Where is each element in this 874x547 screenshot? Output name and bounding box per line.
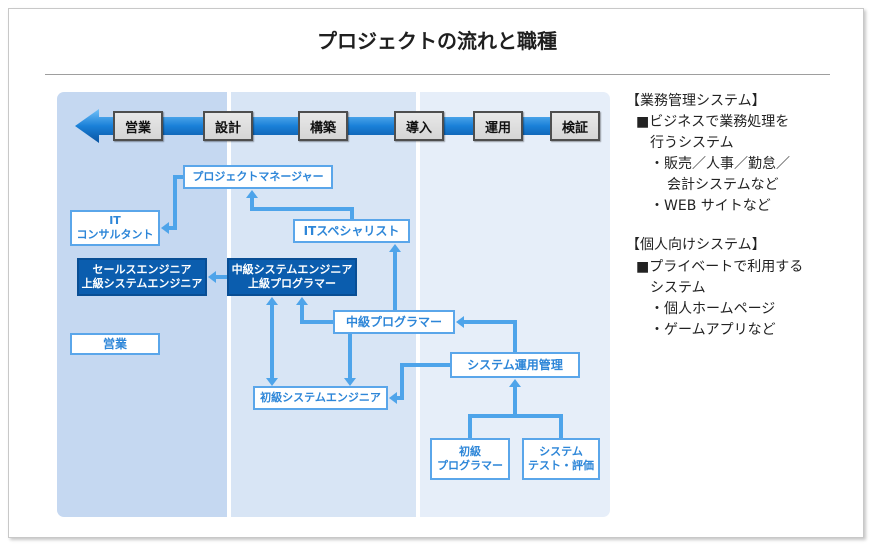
role-junior-programmer-line2: プログラマー [437,459,503,472]
role-junior-system-engineer: 初級システムエンジニア [253,386,388,410]
arrowhead [266,378,278,386]
role-mid-programmer-label: 中級プログラマー [345,315,442,329]
connector-line [300,304,333,324]
role-system-test: システム テスト・評価 [522,438,600,480]
column-build-deploy [231,92,416,517]
role-it-consultant-line2: コンサルタント [76,228,154,241]
role-it-consultant-line1: IT [109,214,121,227]
role-system-test-line1: システム [539,445,583,458]
phase-build: 構築 [298,111,348,141]
connector-line [396,363,450,400]
role-sales: 営業 [70,333,160,355]
role-it-specialist: ITスペシャリスト [293,219,410,243]
connector-line [250,197,354,219]
connector-line [468,414,563,438]
role-it-specialist-label: ITスペシャリスト [303,224,400,238]
role-junior-system-engineer-label: 初級システムエンジニア [260,391,381,404]
role-sales-engineer-line2: 上級システムエンジニア [81,277,203,290]
role-system-operations-label: システム運用管理 [467,358,563,372]
notes-business-line: ■ビジネスで業務処理を [636,114,790,130]
arrowhead [389,244,401,252]
connector-mid-programmer-to-it-specialist [389,244,401,310]
phase-verification: 検証 [550,111,600,141]
notes-business-line: 行うシステム [650,135,734,151]
arrowhead [246,190,258,198]
phase-design: 設計 [203,111,253,141]
role-system-test-line2: テスト・評価 [528,459,594,472]
connector-system-operations-to-mid-programmer [456,316,517,352]
connector-entry-roles-to-system-operations [468,379,563,438]
column-sales-design [57,92,227,517]
notes-personal-line: ・ゲームアプリなど [650,322,776,338]
connector-line [168,175,183,230]
role-sales-engineer: セールスエンジニア 上級システムエンジニア [77,258,207,296]
arrowhead [456,316,464,328]
arrowhead [208,271,216,283]
connector-mid-se-to-sales-engineer [208,271,227,283]
role-system-operations: システム運用管理 [450,352,580,378]
notes-personal-heading: 【個人向けシステム】 [626,237,766,253]
connector-mid-programmer-to-mid-se [296,297,333,324]
role-project-manager: プロジェクトマネージャー [183,165,333,189]
connector-system-operations-to-junior-se [389,363,450,404]
notes-business-line: 会計システムなど [667,177,779,193]
arrowhead [389,392,397,404]
role-project-manager-label: プロジェクトマネージャー [192,170,324,183]
role-sales-engineer-line1: セールスエンジニア [92,263,192,276]
role-sales-label: 営業 [102,337,127,351]
page-title: プロジェクトの流れと職種 [317,29,557,53]
notes-business-line: ・販売／人事／勤怠／ [650,156,790,172]
notes-business-heading: 【業務管理システム】 [626,93,766,109]
notes-personal-line: ・個人ホームページ [650,301,776,317]
connector-project-manager-to-it-consultant [161,175,183,234]
title-divider [45,74,830,75]
connector-mid-se-junior-se-bidirectional [266,297,278,386]
phase-deploy: 導入 [394,111,444,141]
arrowhead [296,297,308,305]
arrowhead [344,378,356,386]
connector-mid-programmer-to-junior-se [344,334,356,386]
arrowhead [161,222,169,234]
phase-operation: 運用 [473,111,523,141]
role-mid-system-engineer-line2: 上級プログラマー [248,277,336,290]
role-it-consultant: IT コンサルタント [70,210,160,246]
phase-sales: 営業 [113,111,163,141]
role-junior-programmer-line1: 初級 [459,445,481,458]
connector-line [463,320,517,352]
role-mid-system-engineer: 中級システムエンジニア 上級プログラマー [227,258,357,296]
arrowhead [509,379,521,387]
notes-business-line: ・WEB サイトなど [650,198,771,214]
connector-it-specialist-to-project-manager [246,190,354,219]
role-mid-system-engineer-line1: 中級システムエンジニア [231,263,353,276]
notes-personal-line: ■プライベートで利用する [636,259,804,275]
role-junior-programmer: 初級 プログラマー [430,438,510,480]
role-mid-programmer: 中級プログラマー [333,310,455,334]
arrowhead [266,297,278,305]
notes-personal-line: システム [650,280,706,296]
